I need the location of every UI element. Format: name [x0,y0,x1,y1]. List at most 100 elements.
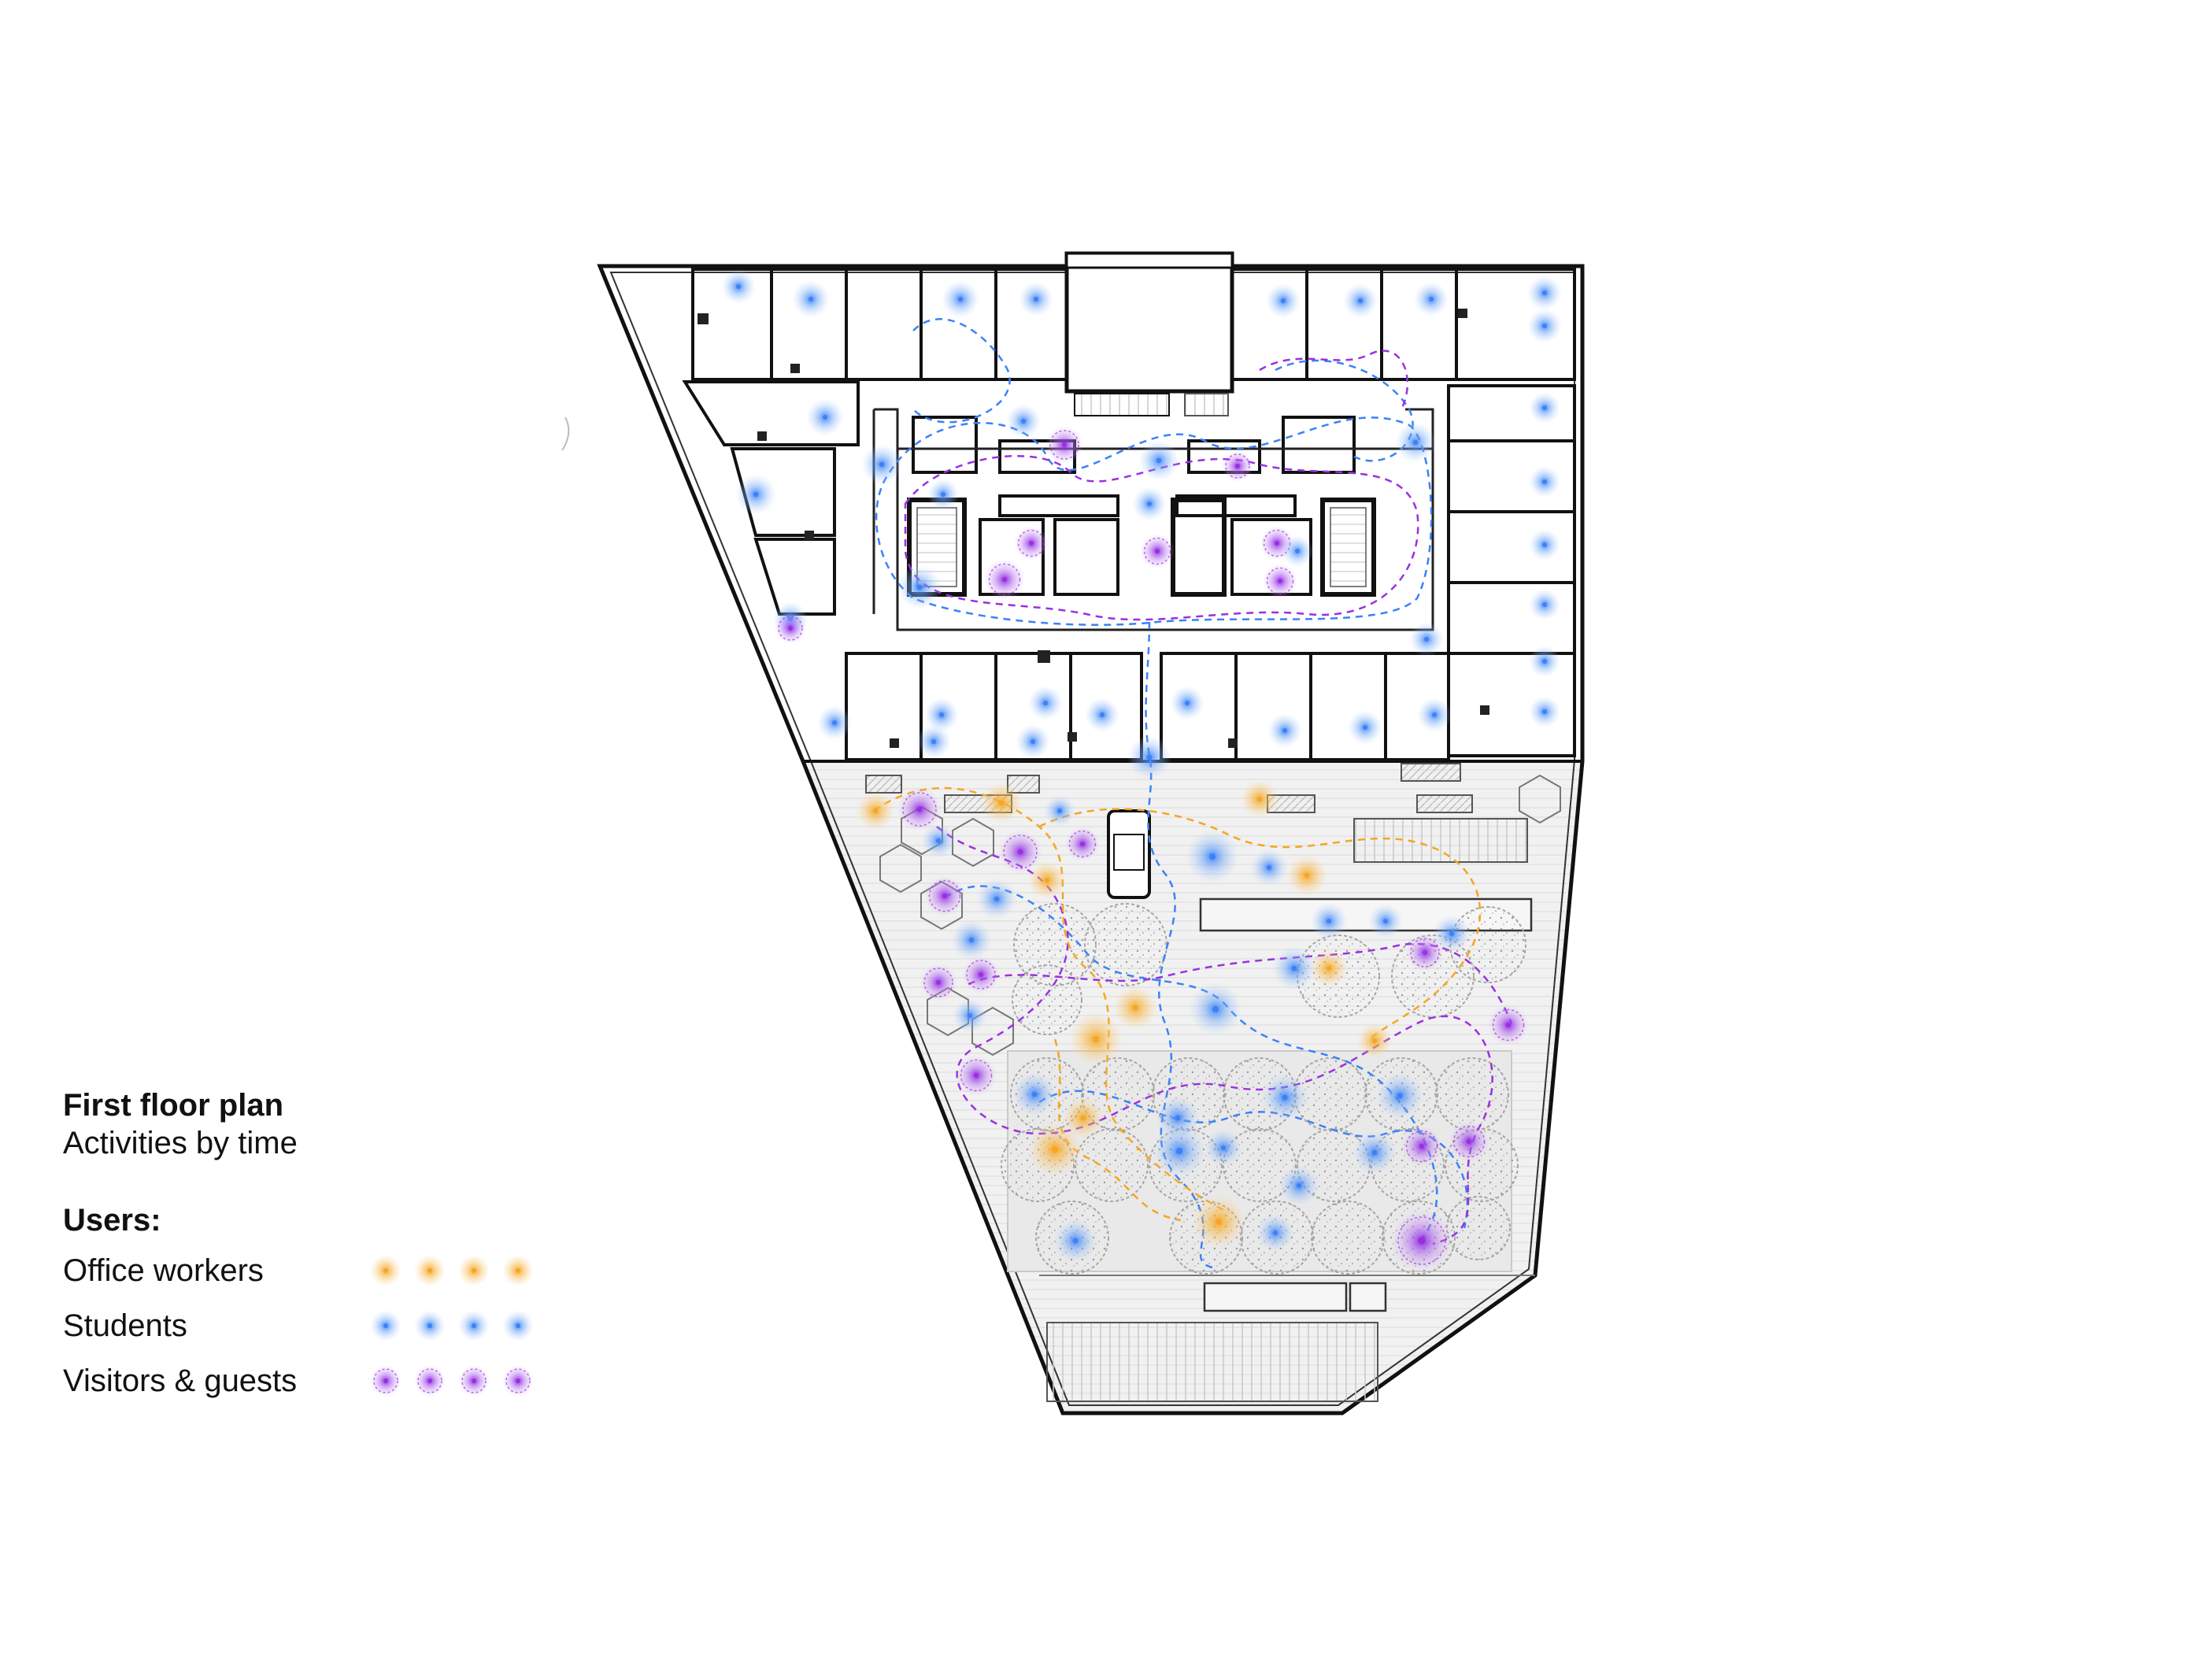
activity-dot [735,474,776,515]
activity-dot [502,1365,534,1397]
activity-dot [458,1255,490,1286]
rooms [682,268,1576,761]
activity-dot [1409,622,1444,657]
vehicle [1107,809,1151,899]
activity-dot [1357,1023,1392,1058]
activity-dot [953,998,987,1033]
activity-dot [1266,283,1301,318]
legend-subtitle: Activities by time [63,1126,298,1160]
tree [1435,1057,1509,1131]
activity-dot [1065,827,1100,861]
activity-dot [1449,1121,1489,1162]
legend-title: First floor plan [63,1088,283,1123]
legend-swatch-visitors [370,1365,534,1397]
activity-dot [984,559,1025,600]
legend-users-heading: Users: [63,1203,161,1238]
activity-dot [921,823,956,858]
activity-dot [1170,686,1204,720]
activity-dot [806,398,844,436]
activity-dot [981,783,1022,823]
tree [1075,1128,1149,1202]
activity-dot [1044,795,1075,827]
activity-dot [1406,934,1444,971]
activity-dot [1352,1130,1397,1175]
activity-dot [1267,713,1302,748]
activity-dot [370,1255,401,1286]
activity-dot [1529,466,1560,498]
activity-dot [1222,450,1253,482]
activity-dot [502,1255,534,1286]
activity-dot [927,479,959,510]
activity-dot [998,830,1042,874]
activity-dot [502,1310,534,1341]
activity-dot [976,879,1017,920]
activity-dot [1028,861,1066,899]
activity-dot [924,698,959,732]
activity-dot [1256,1214,1294,1252]
activity-dot [1529,646,1560,677]
activity-dot [897,787,942,831]
activity-dot [1045,426,1083,464]
activity-dot [370,1365,401,1397]
activity-dot [857,792,894,830]
activity-dot [1527,309,1562,343]
activity-dot [1286,855,1327,896]
activity-dot [1127,735,1171,779]
activity-dot [1006,404,1041,439]
activity-dot [1014,526,1049,561]
activity-dot [920,964,957,1001]
activity-dot [1529,589,1560,620]
activity-dot [1069,1012,1123,1066]
activity-dot [1241,780,1278,818]
activity-dot [1016,724,1050,759]
activity-dot [1085,698,1119,732]
activity-dot [1278,1165,1319,1206]
activity-dot [1529,392,1560,424]
activity-dot [1395,422,1436,463]
activity-dot [1250,849,1288,886]
activity-dot [1189,982,1242,1036]
tree [1084,903,1167,986]
activity-dot [951,920,992,960]
perimeter-wall [597,264,1585,1415]
activity-dot [897,565,942,609]
activity-dot [1527,276,1562,310]
activity-dot [1348,710,1382,745]
activity-dot [1140,534,1175,568]
legend: First floor plan Activities by time User… [63,1086,551,1404]
activity-dot [1019,282,1053,316]
activity-dot [1063,1097,1104,1138]
activity-dot [1192,1195,1245,1249]
activity-dot [1272,946,1316,990]
tree [1446,1196,1511,1260]
legend-swatch-office-workers [370,1255,534,1286]
activity-dot [414,1255,446,1286]
activity-dot [721,269,756,304]
activity-dot [414,1310,446,1341]
tree [1311,1201,1385,1275]
activity-dot [1132,487,1167,521]
activity-dot [458,1365,490,1397]
legend-swatch-students [370,1310,534,1341]
activity-dot [962,956,1000,994]
activity-dot [861,444,902,485]
activity-dot [1113,986,1157,1030]
activity-dot [1368,904,1403,938]
activity-dot [1376,1072,1423,1119]
activity-dot [1012,1072,1056,1116]
activity-dot [775,612,806,644]
activity-dot [1310,949,1348,987]
activity-dot [458,1310,490,1341]
activity-dot [1053,1219,1097,1263]
legend-row-visitors: Visitors & guests [63,1349,551,1404]
atrium-roof [1064,251,1234,394]
activity-dot [1028,1123,1082,1176]
activity-dot [414,1365,446,1397]
activity-dot [916,724,951,759]
activity-dot [1282,535,1313,567]
tree [1012,964,1082,1035]
legend-row-students: Students [63,1294,551,1349]
activity-dot [1261,1074,1308,1121]
activity-dot [1310,902,1348,940]
